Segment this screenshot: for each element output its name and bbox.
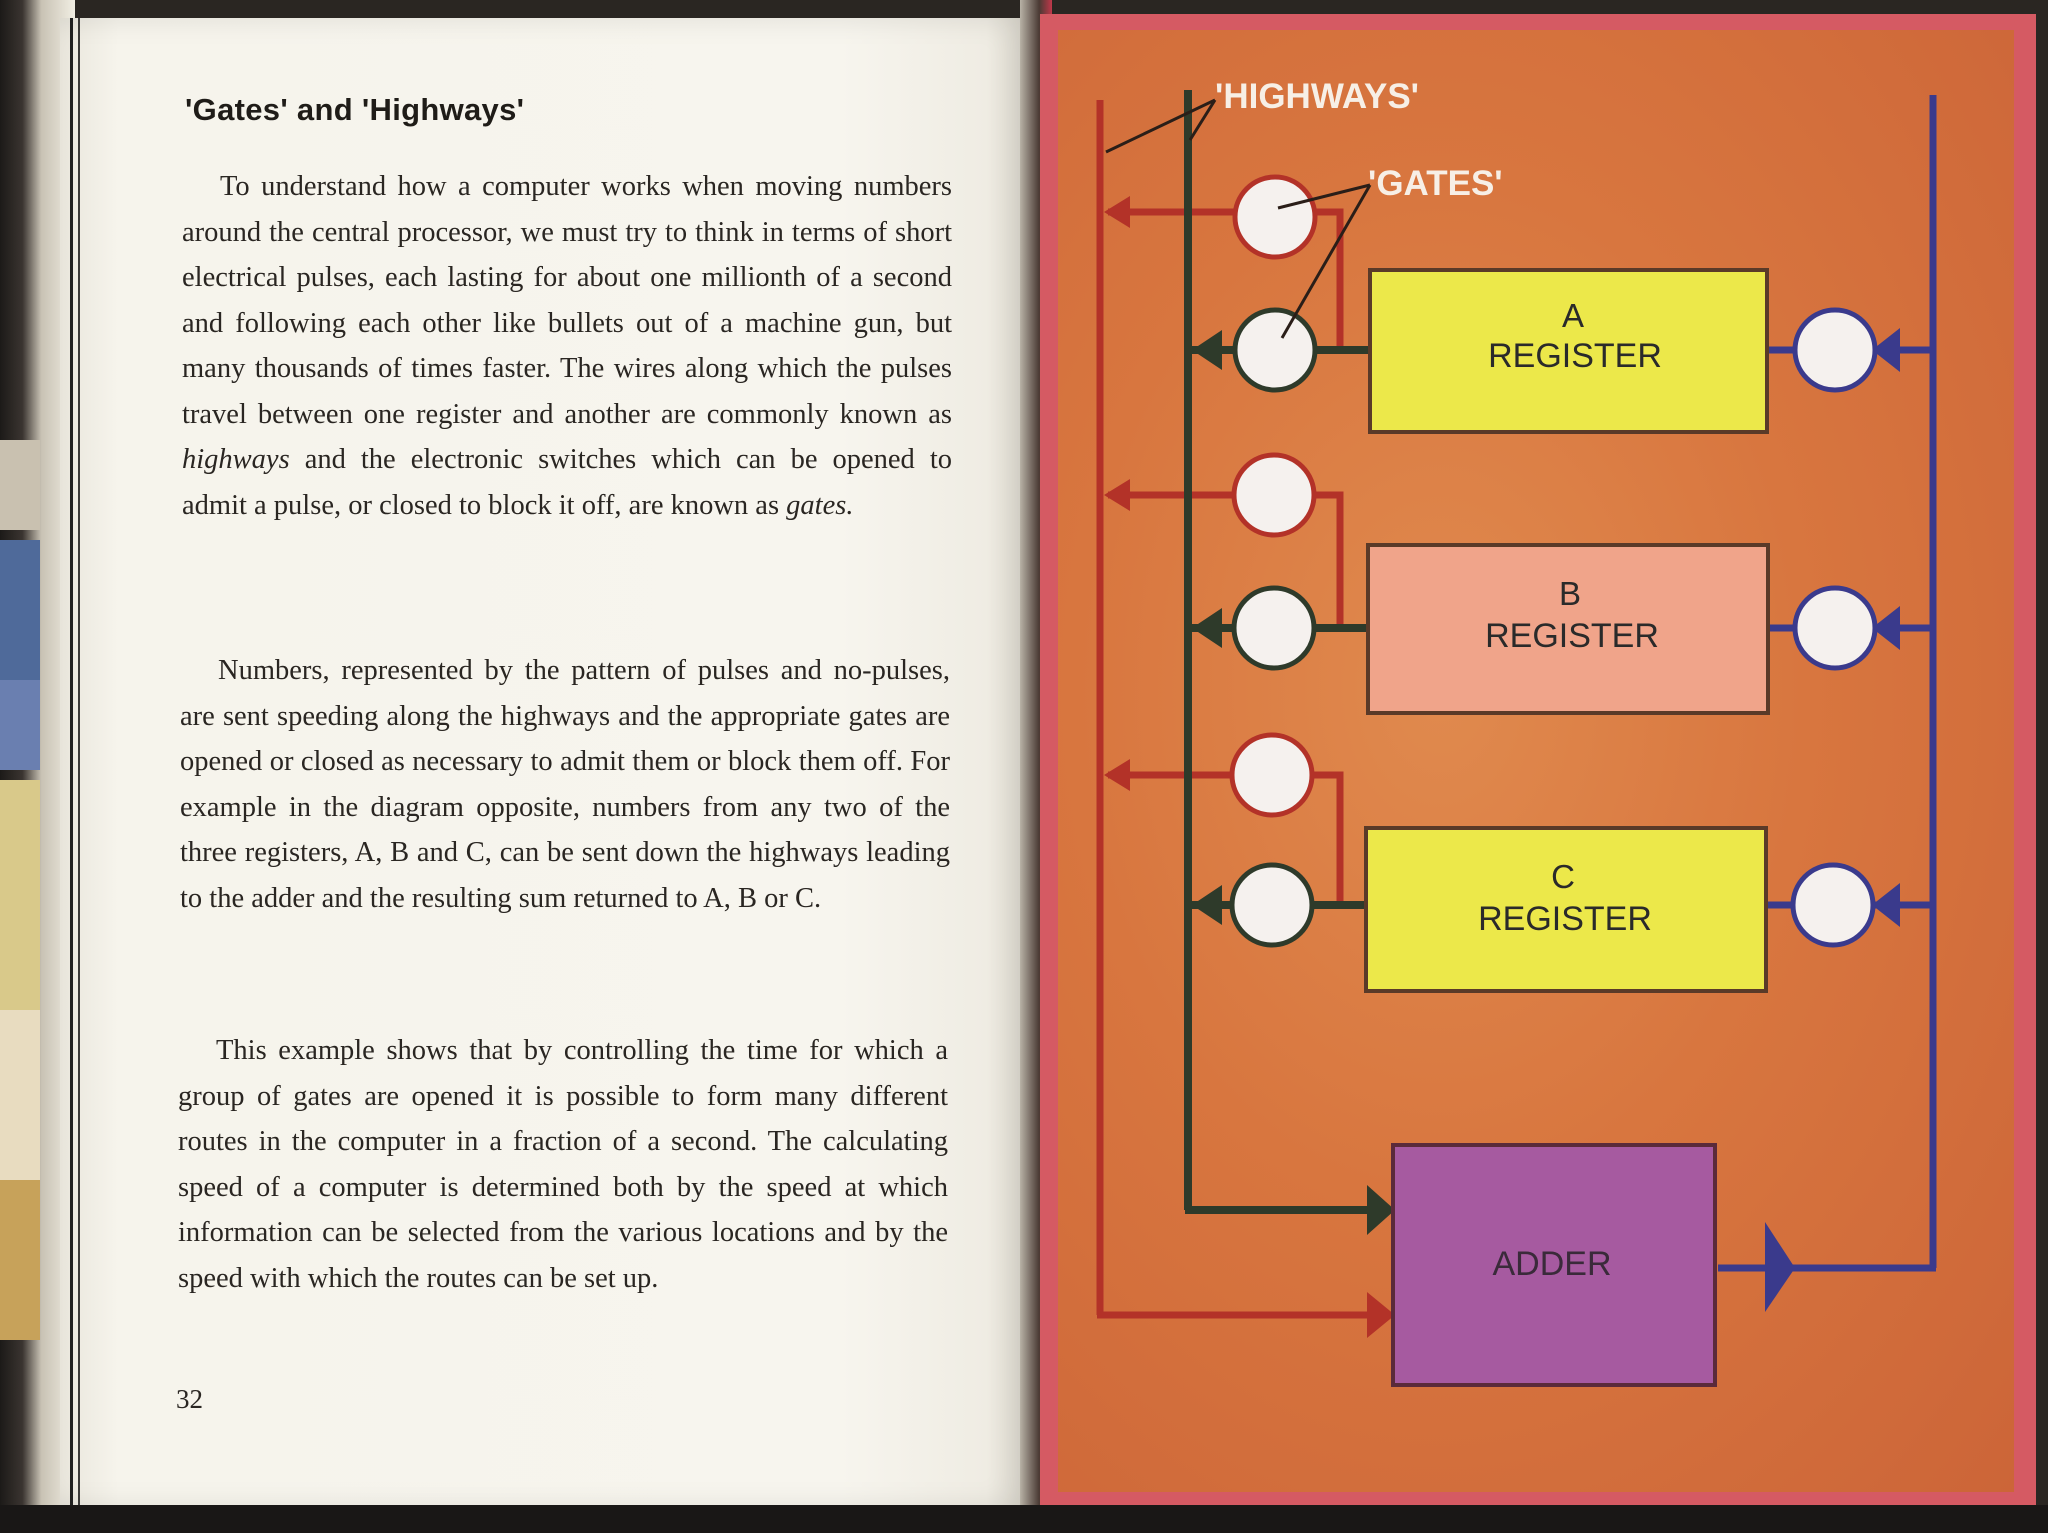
register-a-word: REGISTER bbox=[1488, 337, 1662, 375]
label-pointers bbox=[1105, 98, 1372, 339]
arrow-left-icon bbox=[1104, 479, 1130, 511]
emphasis-highways: highways bbox=[182, 444, 290, 475]
arrow-left-icon bbox=[1872, 883, 1900, 927]
book-bottom-edge bbox=[0, 1505, 2048, 1533]
arrow-left-icon bbox=[1192, 885, 1222, 925]
register-a-box bbox=[1368, 268, 1769, 434]
gate-icon bbox=[1232, 174, 1318, 260]
emphasis-gates: gates. bbox=[786, 489, 854, 521]
register-c-letter: C bbox=[1551, 858, 1575, 895]
page-edge-rule-inner bbox=[78, 18, 80, 1508]
adder-label: ADDER bbox=[1492, 1245, 1611, 1283]
arrow-left-icon bbox=[1872, 328, 1900, 372]
page-heading: 'Gates' and 'Highways' bbox=[185, 92, 525, 127]
arrow-left-icon bbox=[1872, 606, 1900, 650]
arrow-left-icon bbox=[1104, 196, 1130, 228]
arrow-right-icon bbox=[1765, 1222, 1795, 1312]
register-b-letter: B bbox=[1559, 575, 1581, 612]
gate-icon bbox=[1792, 307, 1878, 393]
highways-label: 'HIGHWAYS' bbox=[1215, 77, 1419, 116]
gate-icon bbox=[1229, 862, 1315, 948]
red-highway bbox=[1096, 100, 1380, 1319]
gates-label: 'GATES' bbox=[1368, 164, 1503, 203]
gate-icon bbox=[1792, 585, 1878, 671]
gate-icon bbox=[1231, 452, 1317, 538]
page-edge-rule bbox=[70, 18, 73, 1508]
register-a-letter: A bbox=[1562, 297, 1584, 334]
arrow-right-icon bbox=[1367, 1292, 1395, 1338]
register-b-box bbox=[1366, 543, 1770, 715]
gate-icon bbox=[1232, 307, 1318, 393]
paragraph-text: To understand how a computer works when … bbox=[182, 171, 952, 430]
paragraph-calculating-speed: This example shows that by controlling t… bbox=[178, 1035, 948, 1294]
red-highway-arrows bbox=[1104, 196, 1395, 1338]
page-number: 32 bbox=[176, 1384, 203, 1414]
adder-box bbox=[1391, 1143, 1717, 1387]
register-b-word: REGISTER bbox=[1485, 617, 1659, 655]
blue-highway-arrows bbox=[1765, 328, 1900, 1312]
register-c-box bbox=[1364, 826, 1768, 993]
paragraph-highways-gates: To understand how a computer works when … bbox=[182, 164, 952, 528]
arrow-right-icon bbox=[1367, 1185, 1395, 1235]
arrow-left-icon bbox=[1104, 759, 1130, 791]
arrow-left-icon bbox=[1192, 330, 1222, 370]
paragraph-text: and the electronic switches which can be… bbox=[182, 444, 952, 521]
arrow-left-icon bbox=[1192, 608, 1222, 648]
gate-icon bbox=[1790, 862, 1876, 948]
gate-icon bbox=[1229, 732, 1315, 818]
register-c-word: REGISTER bbox=[1478, 900, 1652, 938]
paragraph-numbers-pulses: Numbers, represented by the pattern of p… bbox=[180, 655, 950, 914]
gate-icon bbox=[1231, 585, 1317, 671]
left-page bbox=[60, 18, 1035, 1508]
gates bbox=[1229, 174, 1878, 948]
dark-highway-arrows bbox=[1192, 330, 1395, 1235]
